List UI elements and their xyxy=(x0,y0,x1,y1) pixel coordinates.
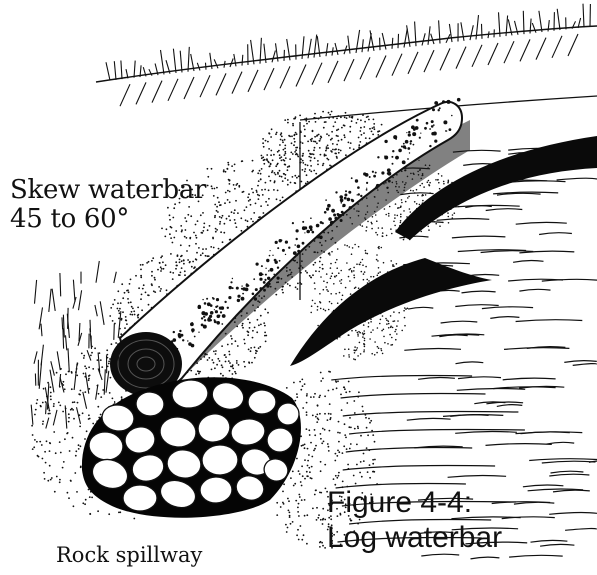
figure-caption: Figure 4-4: Log waterbar xyxy=(327,486,502,555)
hillside-brush xyxy=(31,261,121,429)
horizon-ground-line xyxy=(96,26,597,82)
grass-tufts xyxy=(106,4,590,107)
skew-label-line1: Skew waterbar xyxy=(10,176,206,205)
skew-label-line2: 45 to 60° xyxy=(10,205,206,234)
figure-number: Figure 4-4: xyxy=(327,486,502,521)
skew-waterbar-label: Skew waterbar 45 to 60° xyxy=(10,176,206,234)
figure-title: Log waterbar xyxy=(327,521,502,556)
rock-spillway-label: Rock spillway xyxy=(56,544,202,568)
waterbar-log xyxy=(110,98,462,396)
rock-spillway xyxy=(82,377,301,517)
